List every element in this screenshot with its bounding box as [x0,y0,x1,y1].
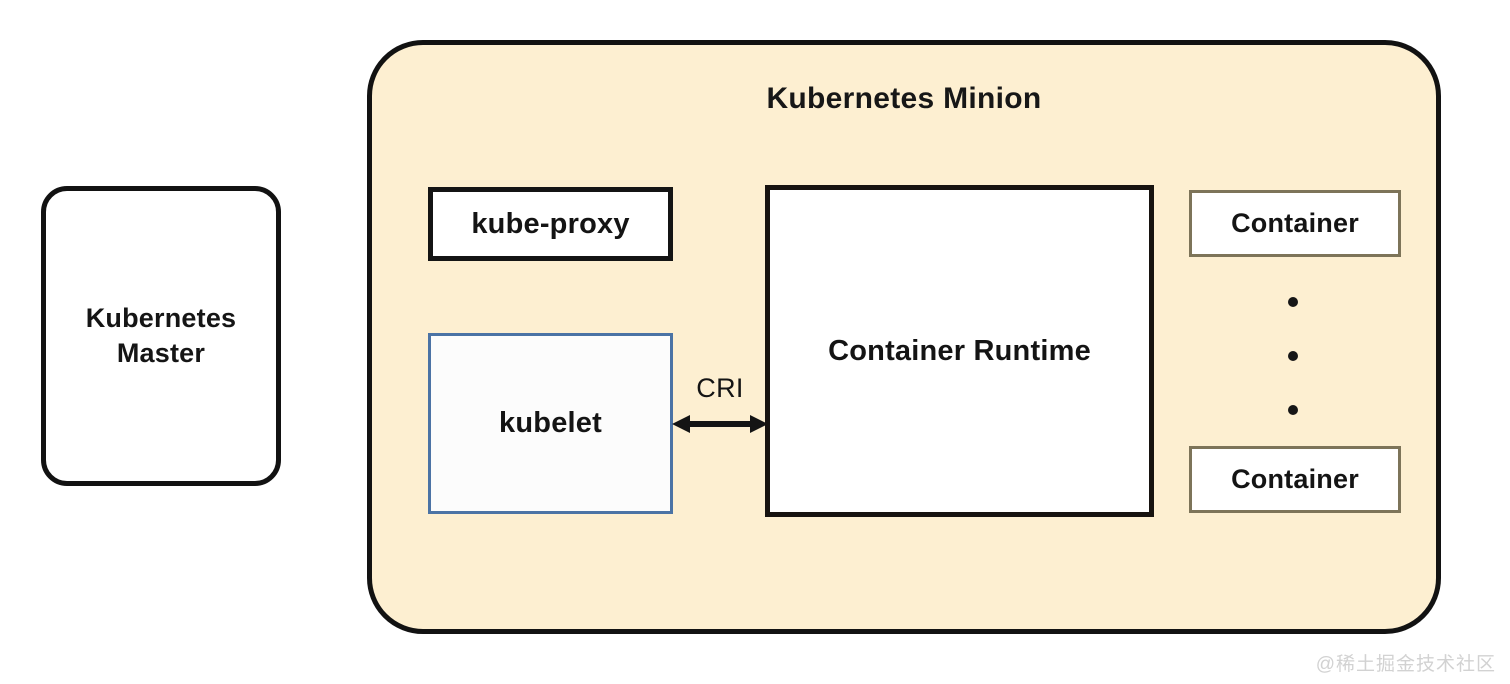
ellipsis-dot-1 [1288,297,1298,307]
kubernetes-minion-title: Kubernetes Minion [766,82,1042,115]
cri-label: CRI [696,373,744,403]
container-runtime-box: Container Runtime [765,185,1154,517]
master-label-line2: Master [116,338,206,368]
kubelet-box: kubelet [428,333,673,514]
kube-proxy-label: kube-proxy [471,207,630,240]
kubelet-label: kubelet [499,407,602,439]
master-label-line1: Kubernetes [85,302,237,333]
cri-double-arrow-icon [672,415,768,433]
kubernetes-master-box: Kubernetes Master [41,186,281,486]
container-runtime-label: Container Runtime [828,334,1091,367]
kubernetes-master-label: Kubernetes Master [86,301,237,371]
container-bottom-label: Container [1231,464,1359,494]
container-box-bottom: Container [1189,446,1401,513]
kube-proxy-box: kube-proxy [428,187,673,261]
ellipsis-dot-2 [1288,351,1298,361]
watermark: @稀土掘金技术社区 [1315,654,1496,675]
ellipsis-dot-3 [1288,405,1298,415]
vertical-ellipsis-icon [1288,297,1300,421]
container-box-top: Container [1189,190,1401,257]
container-top-label: Container [1231,208,1359,238]
